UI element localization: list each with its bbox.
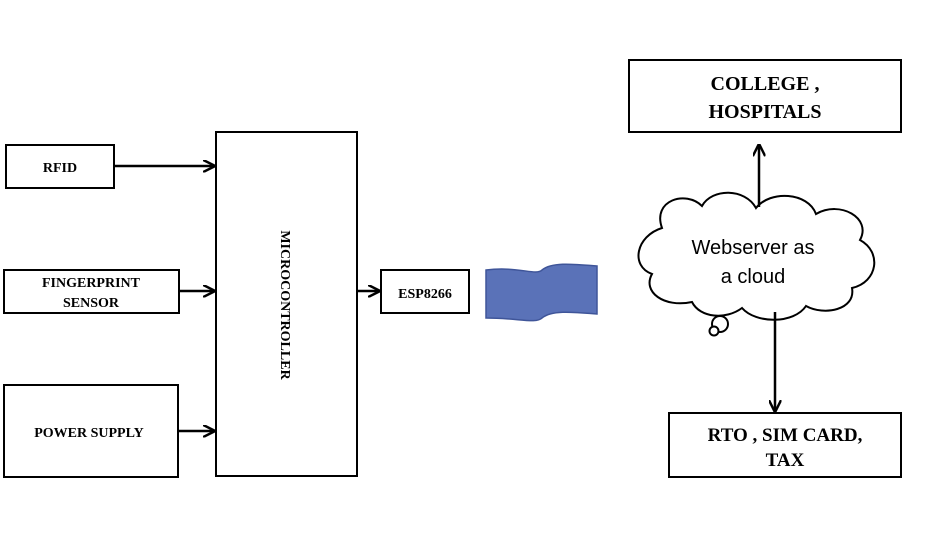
esp8266-block: ESP8266 bbox=[380, 269, 470, 314]
cloud-label-line1: Webserver as bbox=[691, 237, 814, 259]
cloud-tail-bubble-small bbox=[708, 325, 720, 337]
esp8266-label: ESP8266 bbox=[398, 287, 452, 302]
power-supply-label: POWER SUPPLY bbox=[34, 426, 144, 441]
microcontroller-block: MICROCONTROLLER bbox=[215, 131, 358, 477]
rto-label-line2: TAX bbox=[766, 450, 805, 471]
webserver-cloud: Webserver as a cloud bbox=[637, 191, 876, 337]
cloud-shape bbox=[637, 191, 876, 321]
rto-label-line1: RTO , SIM CARD, bbox=[708, 425, 863, 446]
college-label-line1: COLLEGE , bbox=[711, 73, 820, 95]
fingerprint-sensor-block: FINGERPRINT SENSOR bbox=[3, 269, 180, 314]
wireless-wave-symbol bbox=[485, 263, 598, 322]
rfid-block: RFID bbox=[5, 144, 115, 189]
rto-simcard-tax-block: RTO , SIM CARD, TAX bbox=[668, 412, 902, 478]
college-hospitals-block: COLLEGE , HOSPITALS bbox=[628, 59, 902, 133]
college-label-line2: HOSPITALS bbox=[709, 101, 822, 123]
power-supply-block: POWER SUPPLY bbox=[3, 384, 179, 478]
cloud-label-line2: a cloud bbox=[721, 266, 786, 288]
microcontroller-label: MICROCONTROLLER bbox=[277, 230, 292, 380]
fingerprint-label-line2: SENSOR bbox=[63, 296, 120, 311]
fingerprint-label-line1: FINGERPRINT bbox=[42, 276, 141, 291]
rfid-label: RFID bbox=[43, 161, 77, 176]
